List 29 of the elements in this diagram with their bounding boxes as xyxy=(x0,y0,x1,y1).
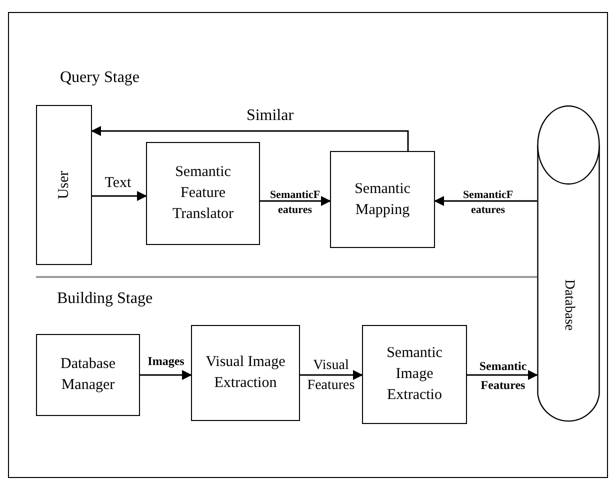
node-label: Semantic Image Extractio xyxy=(386,344,444,405)
arrow xyxy=(140,370,192,380)
edge-label: Semantic Features xyxy=(478,358,528,394)
edge-label: Similar xyxy=(245,106,295,126)
arrow xyxy=(300,370,363,380)
process-box xyxy=(330,151,435,248)
process-box xyxy=(146,142,260,245)
node-label: Semantic Feature Translator xyxy=(171,163,235,224)
arrow xyxy=(92,191,147,201)
arrow xyxy=(467,370,538,380)
arrow xyxy=(434,196,537,206)
node-label: Database Manager xyxy=(60,355,116,395)
process-box xyxy=(36,334,140,416)
process-box xyxy=(191,325,300,421)
node-label: Visual Image Extraction xyxy=(204,353,286,393)
process-box xyxy=(362,325,467,424)
edge-label: Text xyxy=(104,174,132,193)
arrow xyxy=(91,126,409,151)
node-label: Semantic Mapping xyxy=(354,180,412,220)
edge-label: SemanticF eatures xyxy=(462,188,514,218)
arrow xyxy=(260,196,331,206)
edge-label: SemanticF eatures xyxy=(268,188,322,218)
node-label: User xyxy=(54,170,73,200)
stage-title: Query Stage xyxy=(60,68,140,88)
node-label: Database xyxy=(560,279,577,331)
edge-label: Visual Features xyxy=(306,357,356,395)
stage-title: Building Stage xyxy=(57,289,153,309)
edge-label: Images xyxy=(146,353,186,370)
process-box xyxy=(36,105,92,265)
